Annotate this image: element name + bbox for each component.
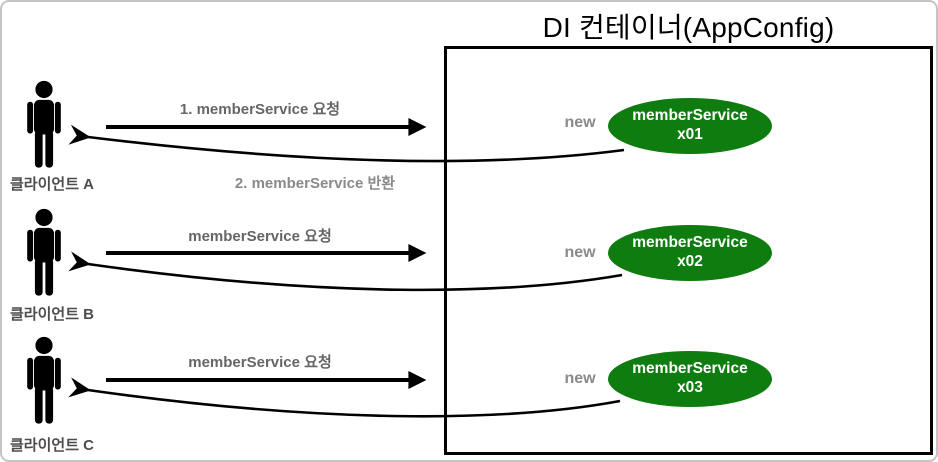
new-keyword-c: new xyxy=(564,370,596,387)
client-b-label: 클라이언트 B xyxy=(10,306,95,323)
member-service-instance-x03: memberService x03 xyxy=(608,351,772,407)
member-service-instance-x02: memberService x02 xyxy=(608,225,772,281)
di-container-box xyxy=(444,46,933,455)
request-label-c: memberService 요청 xyxy=(188,354,332,371)
return-label-a: 2. memberService 반환 xyxy=(234,175,396,192)
service-name: memberService xyxy=(632,360,748,378)
client-c-person-icon xyxy=(24,333,64,427)
new-keyword-b: new xyxy=(564,244,596,261)
client-c-label: 클라이언트 C xyxy=(10,437,95,454)
client-b-person-icon xyxy=(24,205,64,299)
request-label-a: 1. memberService 요청 xyxy=(179,101,341,118)
service-name: memberService xyxy=(632,107,748,125)
member-service-instance-x01: memberService x01 xyxy=(608,98,772,154)
service-name: memberService xyxy=(632,234,748,252)
service-instance-id: x03 xyxy=(677,379,703,396)
client-a-label: 클라이언트 A xyxy=(10,176,95,193)
new-keyword-a: new xyxy=(564,114,596,131)
client-a-person-icon xyxy=(24,77,64,171)
service-instance-id: x01 xyxy=(677,126,703,143)
container-title: DI 컨테이너(AppConfig) xyxy=(542,12,835,43)
request-label-b: memberService 요청 xyxy=(188,228,332,245)
service-instance-id: x02 xyxy=(677,253,703,270)
